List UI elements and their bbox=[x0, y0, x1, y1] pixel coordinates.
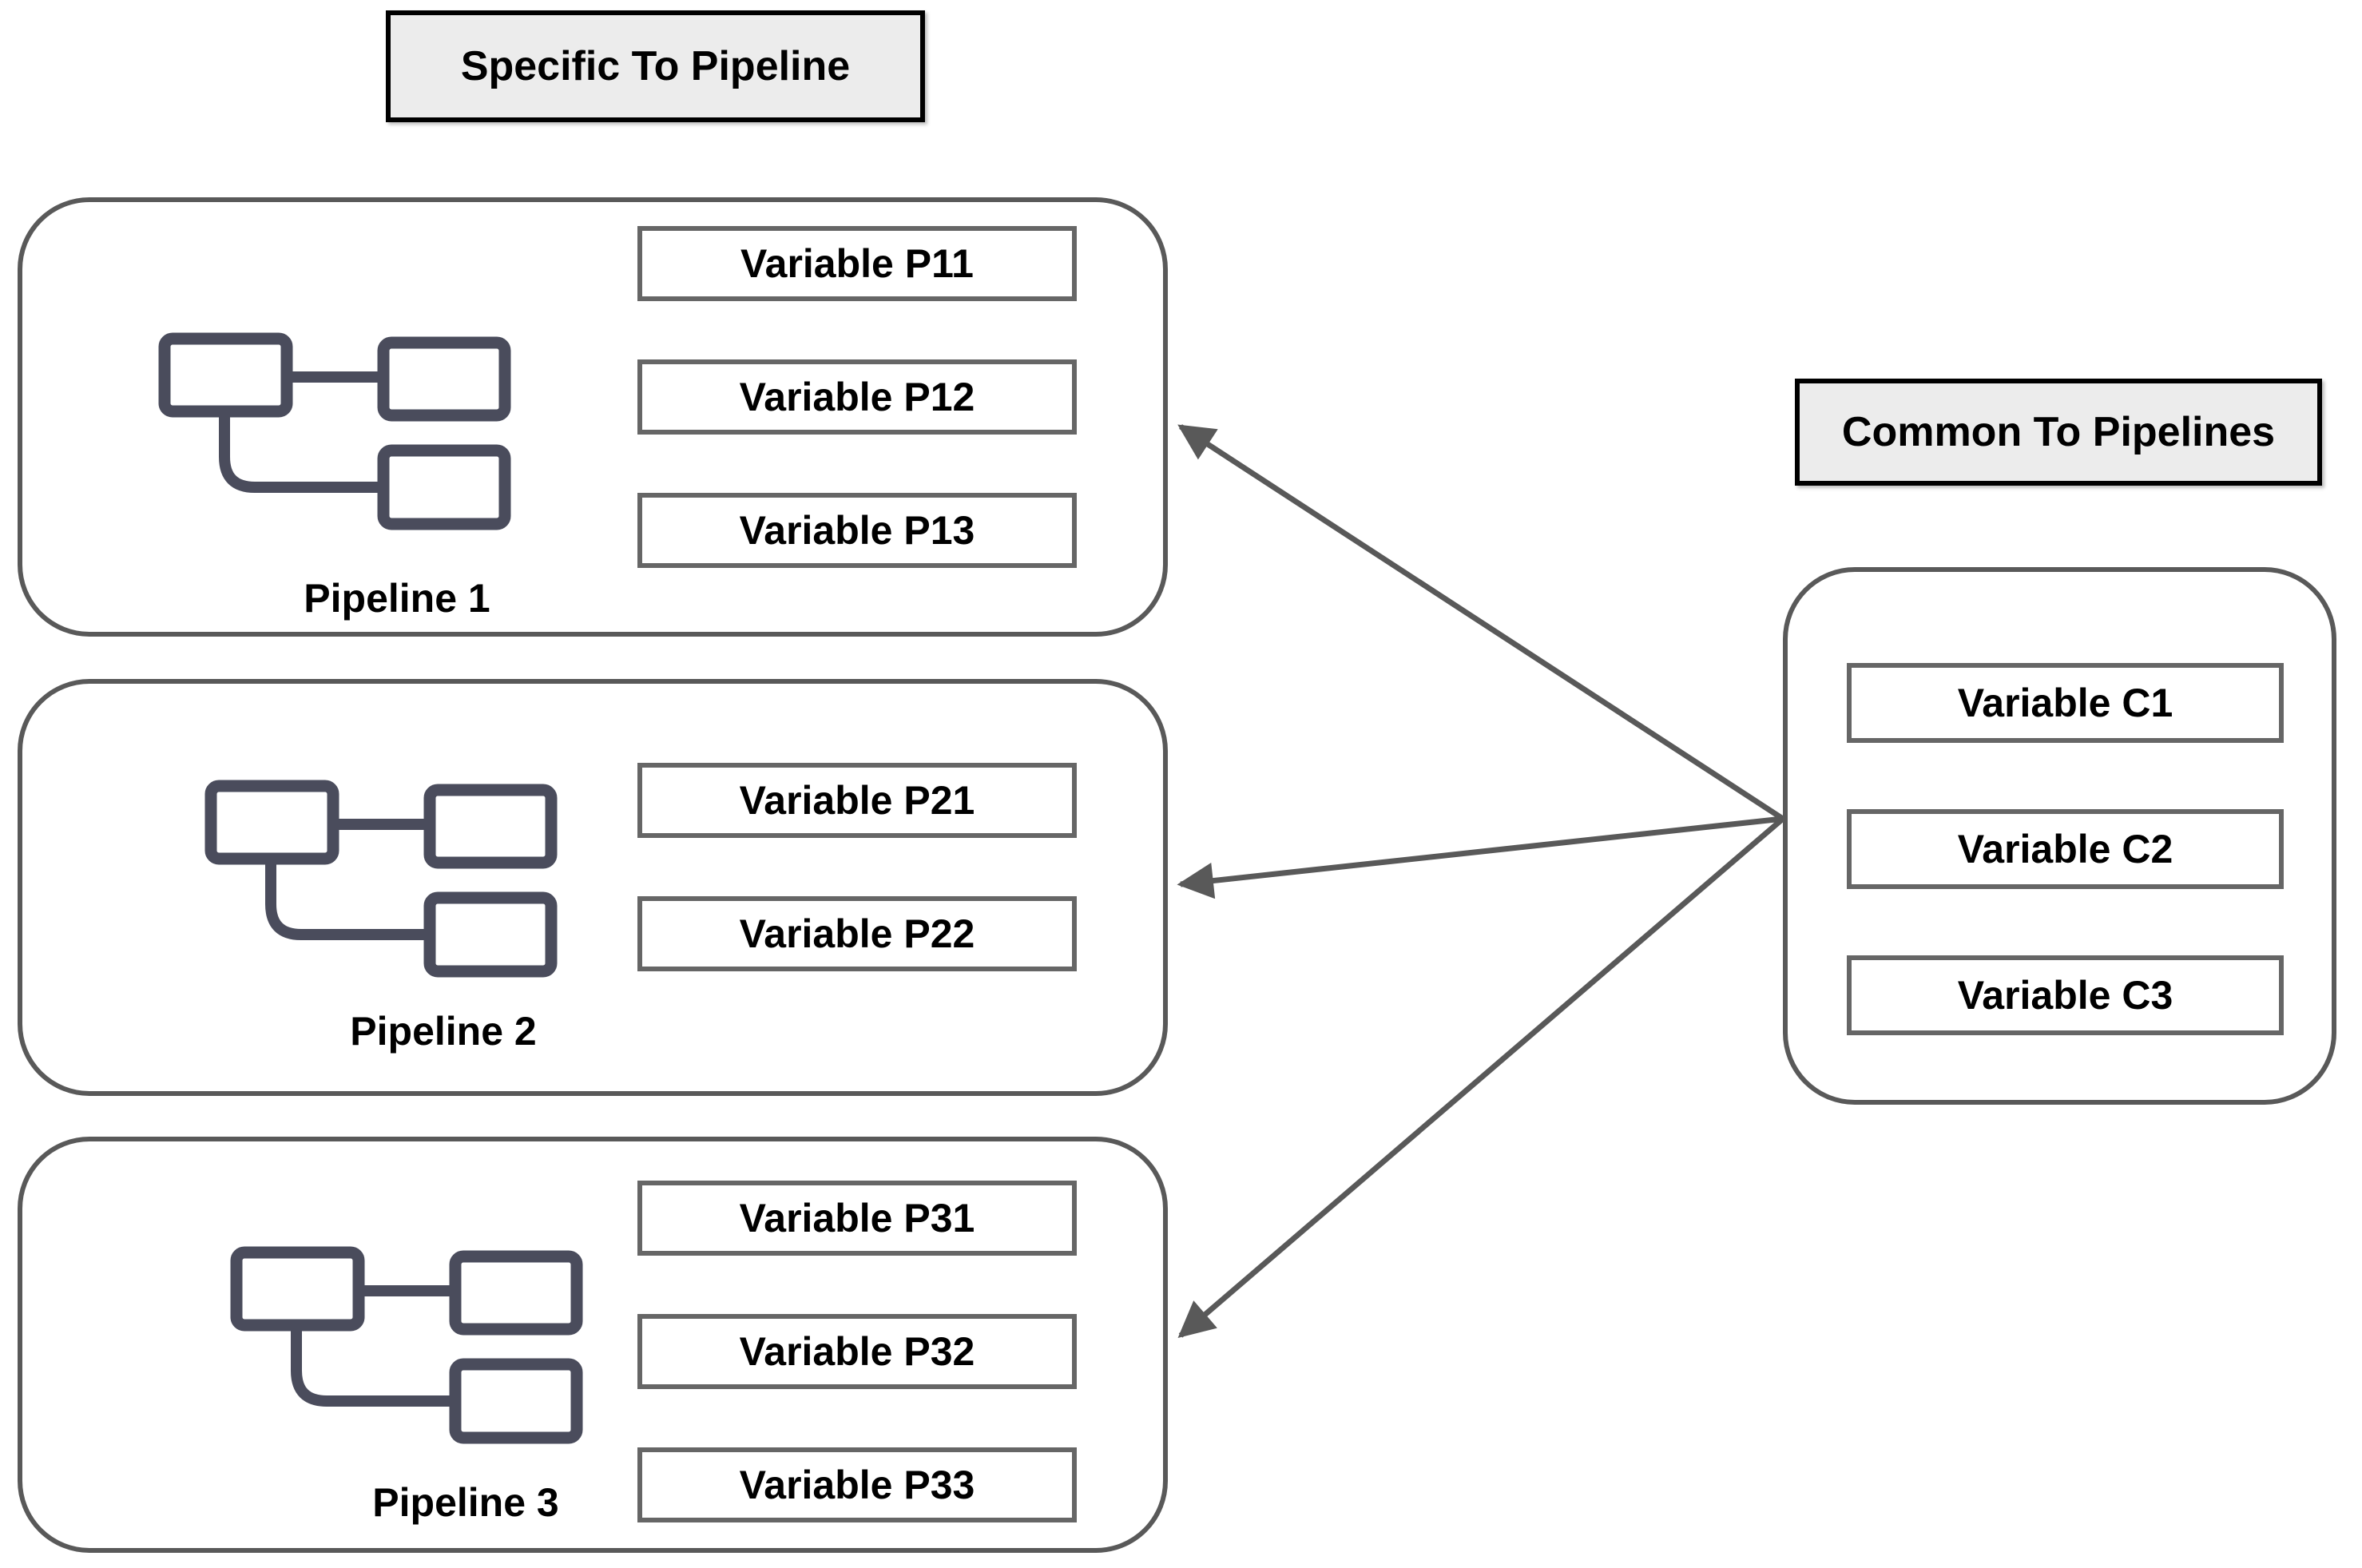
pipeline-flow-icon bbox=[157, 331, 513, 531]
variable-box-c2: Variable C2 bbox=[1847, 809, 2284, 889]
pipeline-2-container bbox=[18, 679, 1168, 1096]
pipeline-flow-icon bbox=[204, 779, 559, 979]
pipeline-2-label: Pipeline 2 bbox=[350, 1009, 537, 1054]
arrow-common-to-pipeline-1 bbox=[1177, 424, 1784, 821]
pipeline-flow-icon bbox=[229, 1245, 585, 1445]
variable-box-p22: Variable P22 bbox=[637, 896, 1077, 971]
pipeline-1-label: Pipeline 1 bbox=[304, 576, 490, 621]
pipeline-3-label: Pipeline 3 bbox=[372, 1480, 559, 1525]
arrow-common-to-pipeline-2 bbox=[1177, 816, 1784, 899]
variable-box-p33: Variable P33 bbox=[637, 1447, 1077, 1522]
variable-box-c3: Variable C3 bbox=[1847, 955, 2284, 1035]
variable-box-p11: Variable P11 bbox=[637, 226, 1077, 301]
variable-box-p13: Variable P13 bbox=[637, 493, 1077, 568]
left-heading: Specific To Pipeline bbox=[386, 10, 925, 122]
variable-box-p12: Variable P12 bbox=[637, 359, 1077, 435]
variable-box-p31: Variable P31 bbox=[637, 1181, 1077, 1256]
variable-box-c1: Variable C1 bbox=[1847, 663, 2284, 743]
variable-box-p32: Variable P32 bbox=[637, 1314, 1077, 1389]
right-heading: Common To Pipelines bbox=[1795, 379, 2322, 486]
variable-box-p21: Variable P21 bbox=[637, 763, 1077, 838]
arrow-common-to-pipeline-3 bbox=[1177, 816, 1785, 1338]
